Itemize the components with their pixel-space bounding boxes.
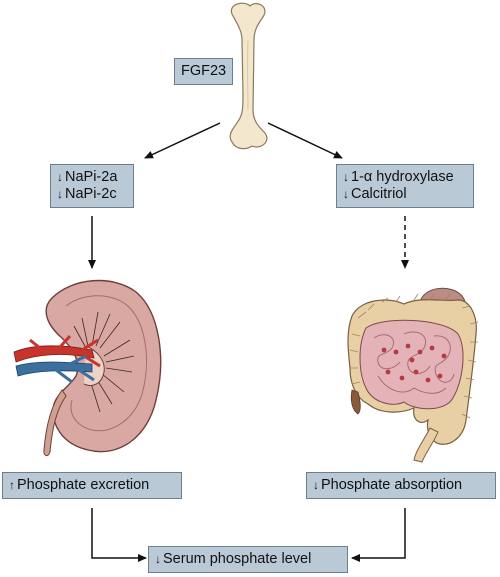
hydroxylase-box: ↓1-α hydroxylase ↓Calcitriol — [336, 164, 474, 208]
napi-2c-line: ↓NaPi-2c — [57, 186, 127, 203]
down-arrow-icon: ↓ — [343, 170, 349, 184]
hydroxylase-label: 1-α hydroxylase — [351, 169, 454, 185]
napi-2c-label: NaPi-2c — [65, 186, 117, 202]
down-arrow-icon: ↓ — [155, 552, 161, 566]
calcitriol-line: ↓Calcitriol — [343, 186, 467, 203]
phosphate-absorption-label: Phosphate absorption — [321, 477, 463, 493]
arrow-right-to-bottom — [351, 508, 406, 562]
calcitriol-label: Calcitriol — [351, 186, 407, 202]
arrow-left-to-bottom — [91, 508, 147, 562]
bone-icon — [229, 2, 268, 150]
down-arrow-icon: ↓ — [57, 187, 63, 201]
phosphate-excretion-label: Phosphate excretion — [17, 477, 150, 493]
arrow-bone-to-right — [267, 122, 343, 159]
intestine-icon — [347, 287, 479, 463]
down-arrow-icon: ↓ — [57, 170, 63, 184]
phosphate-absorption-box: ↓Phosphate absorption — [306, 472, 496, 499]
napi-2a-line: ↓NaPi-2a — [57, 169, 127, 186]
down-arrow-icon: ↓ — [343, 187, 349, 201]
serum-phosphate-label: Serum phosphate level — [163, 551, 312, 567]
up-arrow-icon: ↑ — [9, 478, 15, 492]
arrow-bone-to-left — [144, 122, 221, 159]
hydroxylase-line: ↓1-α hydroxylase — [343, 169, 467, 186]
fgf23-label: FGF23 — [181, 63, 227, 79]
kidney-icon — [13, 279, 162, 457]
phosphate-excretion-box: ↑Phosphate excretion — [2, 472, 182, 499]
serum-phosphate-box: ↓Serum phosphate level — [148, 546, 348, 573]
napi-box: ↓NaPi-2a ↓NaPi-2c — [50, 164, 134, 208]
napi-2a-label: NaPi-2a — [65, 169, 118, 185]
fgf23-box: FGF23 — [174, 58, 234, 85]
down-arrow-icon: ↓ — [313, 478, 319, 492]
